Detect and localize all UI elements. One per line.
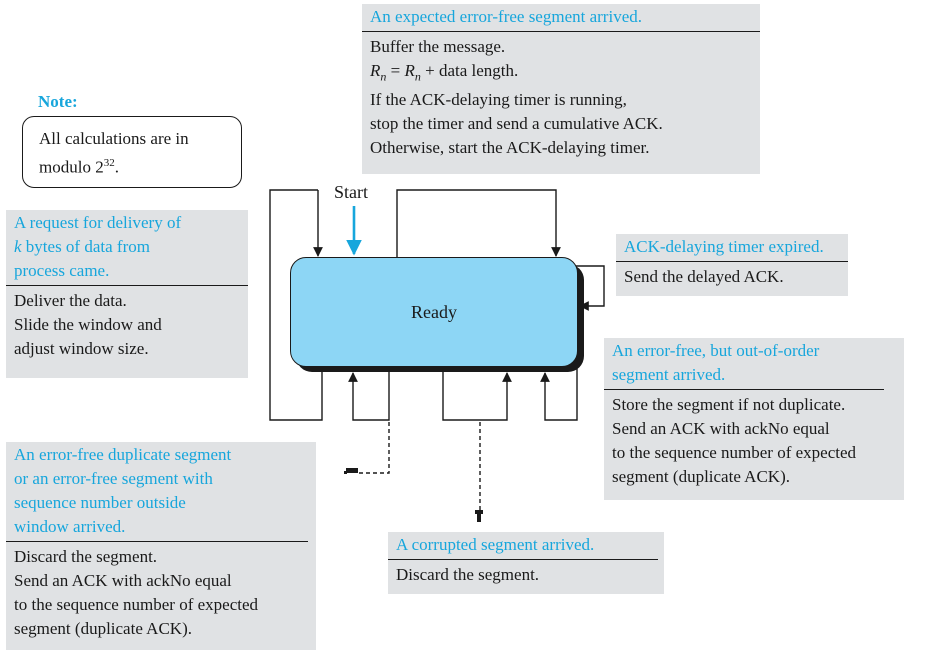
action-line: Discard the segment.: [14, 547, 158, 566]
event-line: A request for delivery of: [14, 213, 182, 232]
action-line: Deliver the data.: [14, 291, 127, 310]
pen-icon: [344, 468, 483, 522]
action-line: Slide the window and: [14, 315, 162, 334]
event-line: window arrived.: [6, 515, 308, 542]
note-box: All calculations are in modulo 232.: [22, 116, 242, 188]
action-line: adjust window size.: [14, 339, 149, 358]
loop-timer-expired: [576, 265, 605, 311]
action-line: Buffer the message.: [370, 37, 506, 56]
timer-expired-box: ACK-delaying timer expired. Send the del…: [616, 234, 848, 296]
ready-state-label: Ready: [411, 301, 457, 322]
corrupted-segment-box: A corrupted segment arrived. Discard the…: [388, 532, 664, 594]
event-line: k bytes of data from: [14, 237, 150, 256]
timer-expired-event: ACK-delaying timer expired.: [616, 234, 848, 262]
note-suffix: .: [114, 157, 119, 177]
action-line: Send an ACK with ackNo equal: [14, 571, 232, 590]
action-line: Otherwise, start the ACK-delaying timer.: [370, 138, 650, 158]
expected-segment-event: An expected error-free segment arrived.: [362, 4, 760, 32]
event-line: sequence number outside: [14, 493, 186, 512]
loop-duplicate-segment: [348, 372, 390, 421]
event-line: An error-free duplicate segment: [14, 445, 232, 464]
loop-out-of-order: [540, 352, 578, 421]
action-line: to the sequence number of expected: [612, 443, 857, 462]
action-line: Send the delayed ACK.: [624, 267, 784, 286]
action-line: Send an ACK with ackNo equal: [612, 419, 830, 438]
action-line: stop the timer and send a cumulative ACK…: [370, 114, 663, 134]
event-line: segment arrived.: [604, 363, 884, 390]
leader-duplicate: [358, 422, 390, 474]
loop-delivery-request: [269, 189, 323, 421]
event-line: process came.: [6, 259, 248, 286]
action-line: segment (duplicate ACK).: [14, 619, 192, 638]
out-of-order-box: An error-free, but out-of-order segment …: [604, 338, 904, 500]
action-line: Rn = Rn + data length.: [370, 61, 519, 84]
action-line: Discard the segment.: [396, 565, 540, 584]
expected-segment-box: An expected error-free segment arrived. …: [362, 4, 760, 174]
corrupted-segment-event: A corrupted segment arrived.: [388, 532, 658, 560]
note-text: All calculations are in modulo 2: [39, 129, 189, 177]
event-line: or an error-free segment with: [14, 469, 213, 488]
loop-expected-segment: [396, 189, 561, 257]
action-line: Store the segment if not duplicate.: [612, 395, 846, 414]
action-line: segment (duplicate ACK).: [612, 467, 790, 486]
note-exponent: 32: [103, 157, 115, 169]
ready-state: Ready: [290, 257, 578, 367]
loop-corrupted-segment: [442, 372, 512, 421]
note-title: Note:: [38, 92, 78, 111]
delivery-request-box: A request for delivery of k bytes of dat…: [6, 210, 248, 378]
start-label: Start: [334, 182, 368, 202]
action-line: to the sequence number of expected: [14, 595, 259, 614]
event-line: An error-free, but out-of-order: [612, 341, 820, 360]
action-line: If the ACK-delaying timer is running,: [370, 90, 627, 110]
duplicate-segment-box: An error-free duplicate segment or an er…: [6, 442, 316, 650]
